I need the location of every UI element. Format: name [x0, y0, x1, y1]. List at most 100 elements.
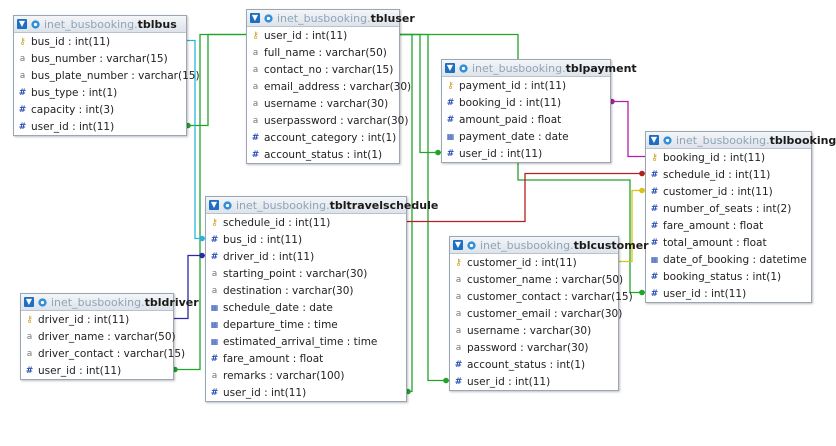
column-row[interactable]: #account_status : int(1) — [247, 146, 399, 163]
column-row[interactable]: #booking_id : int(11) — [442, 94, 610, 111]
table-header[interactable]: ▼ inet_busbooking.tblbus — [14, 16, 186, 33]
column-row[interactable]: #number_of_seats : int(2) — [646, 200, 811, 217]
column-row[interactable]: ▦schedule_date : date — [206, 299, 406, 316]
table-name: tbldriver — [144, 295, 199, 309]
column-row[interactable]: #booking_status : int(1) — [646, 268, 811, 285]
database-name: inet_busbooking — [44, 17, 135, 31]
table-options-gear-icon[interactable] — [466, 240, 477, 251]
table-header[interactable]: ▼inet_busbooking.tbluser — [247, 10, 415, 27]
column-row[interactable]: #total_amount : float — [646, 234, 811, 251]
table-header[interactable]: ▼inet_busbooking.tbltravelschedule — [206, 197, 438, 214]
table-options-gear-icon[interactable] — [37, 297, 48, 308]
table-header[interactable]: ▼inet_busbooking.tbldriver — [21, 294, 199, 311]
column-row[interactable]: #user_id : int(11) — [14, 118, 186, 135]
date-column-icon: ▦ — [446, 132, 455, 141]
column-row[interactable]: ⚷booking_id : int(11) — [646, 149, 811, 166]
column-label: bus_id : int(11) — [223, 233, 303, 246]
column-row[interactable]: ⚷user_id : int(11) — [247, 27, 399, 44]
text-column-icon: a — [211, 268, 218, 279]
column-row[interactable]: #user_id : int(11) — [646, 285, 811, 302]
column-row[interactable]: #amount_paid : float — [442, 111, 610, 128]
column-label: booking_id : int(11) — [663, 151, 766, 164]
column-row[interactable]: ▦date_of_booking : datetime — [646, 251, 811, 268]
column-row[interactable]: # bus_id : int(11) — [206, 231, 406, 248]
column-row[interactable]: ⚷schedule_id : int(11) — [206, 214, 406, 231]
integer-column-icon: # — [210, 234, 219, 245]
column-row[interactable]: #bus_type : int(1) — [14, 84, 186, 101]
column-row[interactable]: #schedule_id : int(11) — [646, 166, 811, 183]
table-options-gear-icon[interactable] — [263, 13, 274, 24]
column-row[interactable]: ⚷payment_id : int(11) — [442, 77, 610, 94]
column-row[interactable]: #capacity : int(3) — [14, 101, 186, 118]
integer-column-icon: # — [18, 121, 27, 132]
column-row[interactable]: # user_id : int(11) — [450, 373, 618, 390]
column-row[interactable]: #account_category : int(1) — [247, 129, 399, 146]
column-row[interactable]: #fare_amount : float — [646, 217, 811, 234]
collapse-toggle-icon[interactable]: ▼ — [250, 13, 260, 23]
table-tbldriver[interactable]: ▼inet_busbooking.tbldriver⚷driver_id : i… — [20, 293, 199, 380]
collapse-toggle-icon[interactable]: ▼ — [445, 63, 455, 73]
text-column-icon: a — [26, 331, 33, 342]
column-row[interactable]: ▦departure_time : time — [206, 316, 406, 333]
relation-endpoint — [639, 289, 645, 296]
column-row[interactable]: #user_id : int(11) — [21, 362, 173, 379]
collapse-toggle-icon[interactable]: ▼ — [17, 19, 27, 29]
table-options-gear-icon[interactable] — [222, 200, 233, 211]
table-options-gear-icon[interactable] — [662, 135, 673, 146]
table-options-gear-icon[interactable] — [458, 63, 469, 74]
column-row[interactable]: ▦estimated_arrival_time : time — [206, 333, 406, 350]
column-label: user_id : int(11) — [264, 29, 348, 42]
column-label: userpassword : varchar(30) — [264, 114, 409, 127]
table-header[interactable]: ▼inet_busbooking.tblpayment — [442, 60, 637, 77]
integer-column-icon: # — [454, 376, 463, 387]
column-label: user_id : int(11) — [467, 375, 551, 388]
column-row[interactable]: ▦ payment_date : date — [442, 128, 610, 145]
column-label: destination : varchar(30) — [223, 284, 354, 297]
table-tbltravelschedule[interactable]: ▼inet_busbooking.tbltravelschedule⚷sched… — [205, 196, 438, 402]
collapse-toggle-icon[interactable]: ▼ — [209, 200, 219, 210]
table-tblpayment[interactable]: ▼inet_busbooking.tblpayment⚷payment_id :… — [441, 59, 637, 163]
table-tblcustomer[interactable]: ▼inet_busbooking.tblcustomer⚷customer_id… — [449, 236, 649, 391]
table-header[interactable]: ▼inet_busbooking.tblcustomer — [450, 237, 649, 254]
column-row[interactable]: ⚷customer_id : int(11) — [450, 254, 618, 271]
collapse-toggle-icon[interactable]: ▼ — [24, 297, 34, 307]
table-title: inet_busbooking.tblbus — [44, 17, 177, 31]
column-row[interactable]: #customer_id : int(11) — [646, 183, 811, 200]
collapse-toggle-icon[interactable]: ▼ — [453, 240, 463, 250]
column-row[interactable]: ⚷driver_id : int(11) — [21, 311, 173, 328]
column-label: departure_time : time — [223, 318, 338, 331]
column-row[interactable]: ⚷bus_id : int(11) — [14, 33, 186, 50]
table-header[interactable]: ▼inet_busbooking.tblbooking — [646, 132, 836, 149]
column-row[interactable]: #fare_amount : float — [206, 350, 406, 367]
table-tblbus[interactable]: ▼ inet_busbooking.tblbus ⚷bus_id : int(11)… — [13, 15, 200, 136]
collapse-toggle-icon[interactable]: ▼ — [649, 135, 659, 145]
column-row[interactable]: #account_status : int(1) — [450, 356, 618, 373]
table-name: tblbooking — [769, 133, 836, 147]
table-options-gear-icon[interactable] — [30, 19, 41, 30]
table-tblbooking[interactable]: ▼inet_busbooking.tblbooking⚷booking_id :… — [645, 131, 836, 303]
table-tbluser[interactable]: ▼inet_busbooking.tbluser⚷user_id : int(1… — [246, 9, 415, 164]
integer-column-icon: # — [251, 132, 260, 143]
column-row[interactable]: #user_id : int(11) — [442, 145, 610, 162]
column-label: customer_name : varchar(50) — [467, 273, 624, 286]
column-row[interactable]: #driver_id : int(11) — [206, 248, 406, 265]
column-row[interactable]: #user_id : int(11) — [206, 384, 406, 401]
column-label: payment_date : date — [459, 130, 569, 143]
